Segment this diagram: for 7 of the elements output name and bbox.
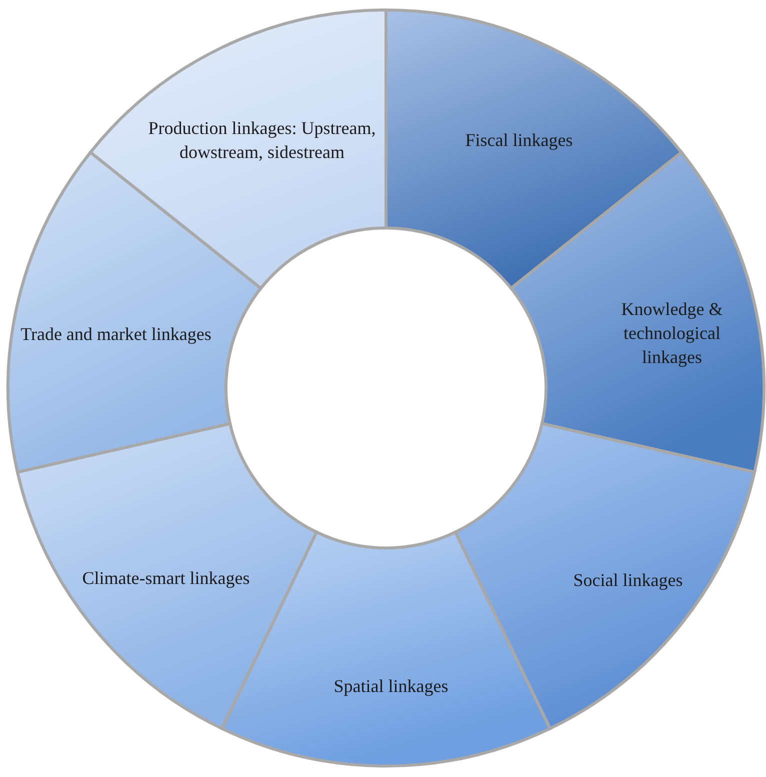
segment-label: Trade and market linkages bbox=[20, 323, 212, 346]
segment-label: Fiscal linkages bbox=[465, 129, 573, 152]
segment-label: Social linkages bbox=[573, 569, 683, 592]
segment-label: Production linkages: Upstream, dowstream, sidestream bbox=[147, 117, 377, 164]
segment-label: Climate-smart linkages bbox=[82, 567, 250, 590]
segment-label: Knowledge & technological linkages bbox=[620, 298, 724, 369]
segment-label: Spatial linkages bbox=[334, 675, 448, 698]
